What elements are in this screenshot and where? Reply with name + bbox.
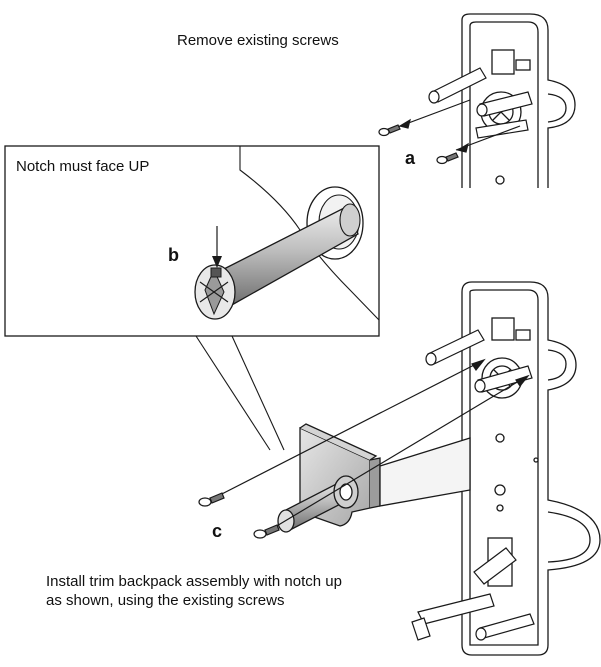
mounting-posts-bottom [411, 329, 535, 641]
backpack-cylinder [194, 203, 361, 320]
label-c: c [212, 521, 223, 541]
screws-install-c [198, 358, 530, 539]
notch-callout-box [4, 145, 380, 451]
caption-notch-face-up: Notch must face UP [16, 158, 150, 175]
backpack-assembly [277, 423, 471, 533]
mounting-posts-top [428, 67, 533, 139]
label-a: a [405, 148, 416, 168]
label-b: b [168, 245, 179, 265]
caption-install-line1: Install trim backpack assembly with notc… [46, 573, 342, 590]
notch-marker [210, 267, 222, 278]
caption-remove-screws: Remove existing screws [177, 32, 339, 49]
screws-removal-a [378, 99, 521, 165]
caption-install-line2: as shown, using the existing screws [46, 592, 285, 609]
